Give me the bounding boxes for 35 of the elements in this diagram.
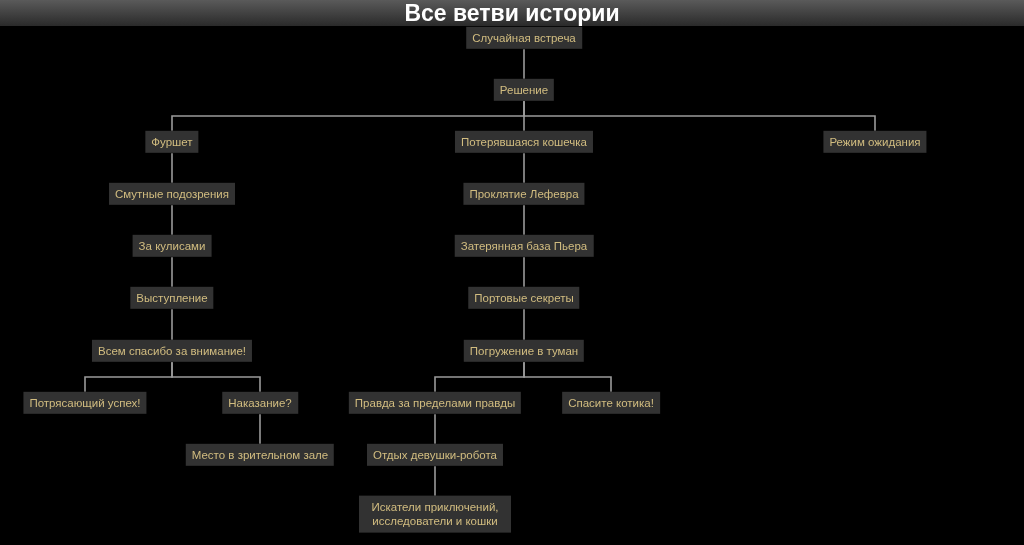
story-node: Потерявшаяся кошечка xyxy=(455,130,593,154)
story-node: Случайная встреча xyxy=(466,26,582,50)
story-node: Погружение в туман xyxy=(463,339,585,363)
story-node: За кулисами xyxy=(132,234,212,258)
story-node: Потрясающий успех! xyxy=(23,391,147,415)
story-node: Смутные подозрения xyxy=(109,182,235,206)
title: Все ветви истории xyxy=(404,0,620,27)
story-node: Искатели приключений, исследователи и кошки xyxy=(359,495,511,533)
story-node: Решение xyxy=(493,78,555,102)
story-node: Выступление xyxy=(130,286,214,310)
story-node: Спасите котика! xyxy=(562,391,660,415)
story-node: Наказание? xyxy=(222,391,298,415)
story-node: Режим ожидания xyxy=(823,130,927,154)
story-node: Место в зрительном зале xyxy=(185,443,335,467)
connector-line xyxy=(523,204,525,236)
connector-line xyxy=(171,204,173,236)
story-node: Отдых девушки-робота xyxy=(367,443,503,467)
story-node: Портовые секреты xyxy=(468,286,580,310)
story-node: Правда за пределами правды xyxy=(348,391,522,415)
story-node: Всем спасибо за внимание! xyxy=(91,339,253,363)
story-node: Затерянная база Пьера xyxy=(454,234,594,258)
connector-line xyxy=(434,465,436,497)
connector-line xyxy=(259,413,261,445)
connector-line xyxy=(523,256,525,288)
connector-line xyxy=(171,152,173,184)
connector-line xyxy=(434,413,436,445)
connector-line xyxy=(171,256,173,288)
connector-line xyxy=(523,308,525,341)
connector-line xyxy=(523,48,525,80)
story-node: Фуршет xyxy=(145,130,199,154)
connector-line xyxy=(523,152,525,184)
connector-line xyxy=(171,361,261,393)
story-node: Проклятие Лефевра xyxy=(463,182,585,206)
connector-line xyxy=(171,308,173,341)
connector-line xyxy=(523,361,612,393)
